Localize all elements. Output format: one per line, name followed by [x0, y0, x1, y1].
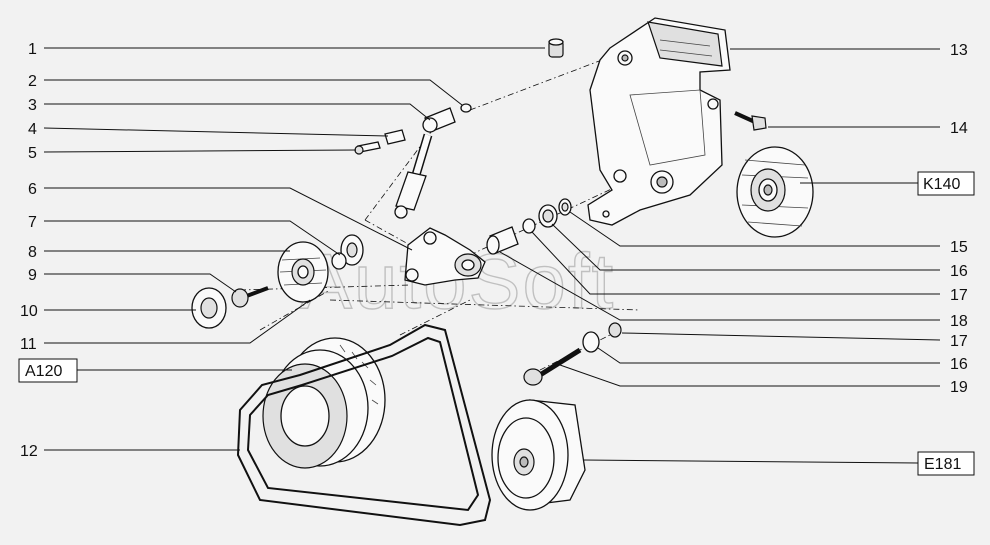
part-6-tensioner-arm — [404, 227, 486, 286]
callout-11: 11 — [20, 336, 37, 353]
callout-14: 14 — [950, 120, 968, 137]
callout-1: 1 — [28, 41, 37, 58]
part-12-belt — [236, 323, 492, 527]
ref-box-e181: E181 — [583, 451, 975, 476]
callout-15: 15 — [950, 239, 968, 256]
callout-18: 18 — [950, 313, 968, 330]
parts-2-5-damper — [354, 103, 472, 219]
callout-12: 12 — [20, 443, 38, 460]
part-19-bolt — [523, 322, 622, 386]
callout-3: 3 — [28, 97, 37, 114]
part-1-sleeve — [548, 38, 564, 58]
parts-7-11-idler — [191, 234, 364, 329]
callout-16b: 16 — [950, 356, 968, 373]
callout-2: 2 — [28, 73, 37, 90]
callout-13: 13 — [950, 42, 968, 59]
ref-box-a120: A120 — [18, 358, 292, 383]
callout-10: 10 — [20, 303, 38, 320]
callout-4: 4 — [28, 121, 37, 138]
callout-6: 6 — [28, 181, 37, 198]
callout-5: 5 — [28, 145, 37, 162]
part-13-bracket — [587, 17, 731, 226]
ref-box-k140: K140 — [800, 171, 975, 196]
ref-e181-label: E181 — [924, 456, 961, 473]
compressor-e181 — [491, 399, 586, 511]
left-callouts: 1 2 3 4 5 6 7 8 9 10 11 12 — [20, 41, 545, 460]
callout-19: 19 — [950, 379, 968, 396]
callout-8: 8 — [28, 244, 37, 261]
ref-k140-label: K140 — [923, 176, 960, 193]
right-callouts: 13 14 15 16 17 18 17 16 19 — [499, 42, 968, 396]
parts-15-18-bushings — [486, 198, 572, 255]
crank-pulley-a120 — [262, 337, 386, 469]
alternator-k140 — [736, 146, 814, 238]
callout-16a: 16 — [950, 263, 968, 280]
callout-7: 7 — [28, 214, 37, 231]
callout-17b: 17 — [950, 333, 968, 350]
part-14-bolt — [734, 111, 767, 131]
ref-a120-label: A120 — [25, 363, 62, 380]
callout-9: 9 — [28, 267, 37, 284]
callout-17a: 17 — [950, 287, 968, 304]
